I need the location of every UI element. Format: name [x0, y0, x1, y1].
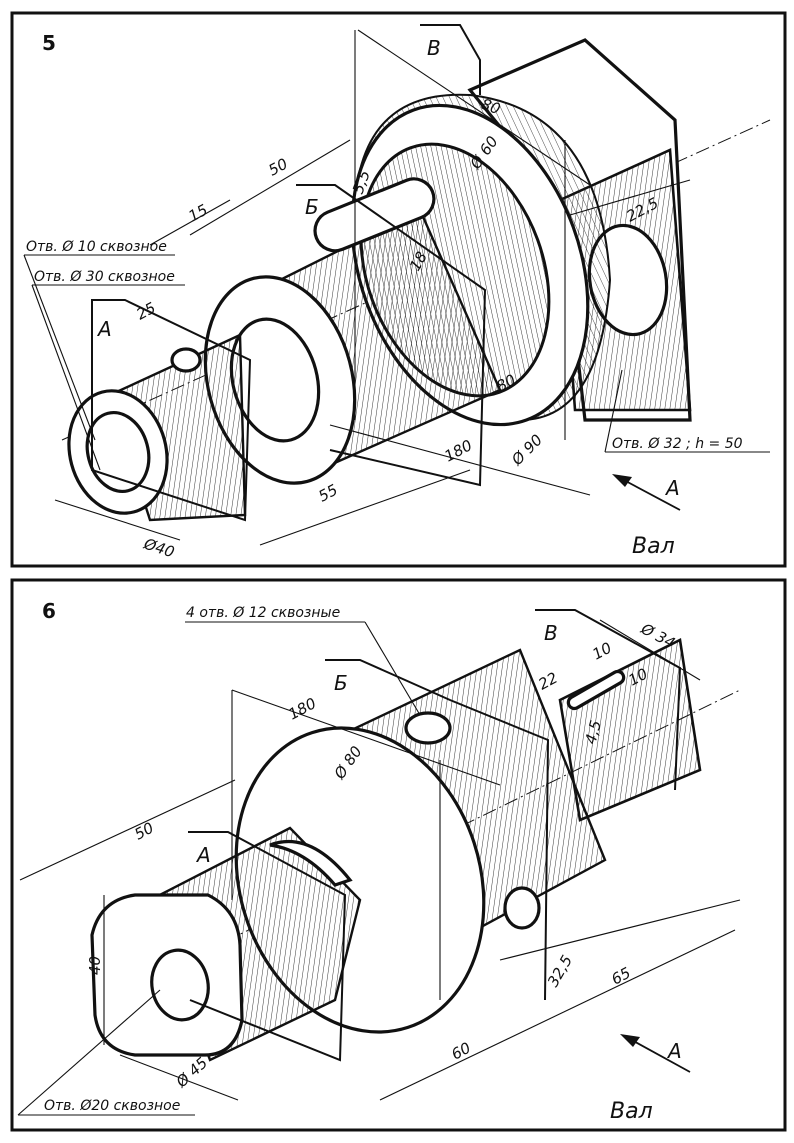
panel-5-note-hole-10: Отв. Ø 10 сквозное	[26, 239, 167, 255]
panel-6-hole-12-top	[404, 711, 452, 745]
panel-5-note-hole-32: Отв. Ø 32 ; h = 50	[612, 436, 743, 452]
panel-5-dim-90: Ø 90	[507, 431, 546, 470]
panel-6-note-holes-12: 4 отв. Ø 12 сквозные	[186, 605, 340, 621]
panel-5-dim-80-top: 80	[479, 95, 503, 118]
panel-6: 6	[10, 578, 787, 1132]
panel-5-number: 5	[42, 31, 56, 55]
panel-6-key-slot	[566, 669, 626, 711]
panel-6-dim-40: 40	[86, 956, 104, 975]
panel-5-dim-50: 50	[265, 155, 290, 180]
panel-6-plane-v	[535, 609, 682, 791]
panel-6-number: 6	[42, 599, 56, 623]
panel-6-dim-60: 60	[448, 1039, 473, 1064]
panel-6-dim-4-5: 4,5	[581, 718, 605, 746]
panel-6-frame	[10, 578, 787, 1132]
panel-6-letter-b: Б	[334, 671, 348, 695]
panel-6-view-letter: А	[666, 1039, 682, 1063]
panel-5-hole-10	[170, 347, 202, 373]
panel-6-dim-65: 65	[608, 964, 633, 989]
panel-6-note-hole-20: Отв. Ø20 сквозное	[44, 1098, 180, 1114]
panel-5-front-cylinder	[67, 333, 247, 522]
panel-6-plane-b	[325, 659, 550, 1001]
panel-6-title: Вал	[610, 1099, 653, 1124]
panel-6-dimension-lines	[17, 619, 741, 1116]
panel-5-letter-b: Б	[305, 195, 319, 219]
panel-6-dim-32-5: 32,5	[544, 952, 576, 990]
panel-5-plane-a	[91, 299, 252, 522]
panel-6-dim-50: 50	[131, 819, 156, 844]
panel-5-view-arrow	[612, 474, 681, 511]
panel-6-letter-a: А	[195, 843, 211, 867]
panel-5-dim-55: 55	[315, 481, 340, 506]
panel-5-note-hole-30: Отв. Ø 30 сквозное	[34, 269, 175, 285]
panel-5-slot	[313, 177, 436, 253]
panel-6-right-shaft	[558, 638, 702, 822]
panel-5-dimension-lines	[23, 29, 770, 546]
panel-6-dim-22: 22	[535, 669, 560, 694]
panel-5: 5	[10, 11, 787, 568]
panel-5-letter-v: В	[427, 36, 441, 60]
panel-6-letter-v: В	[544, 621, 558, 645]
panel-5-title: Вал	[632, 534, 675, 559]
panel-5-dim-40: Ø40	[141, 534, 177, 561]
panel-5-view-letter: А	[664, 476, 680, 500]
panel-6-dim-45: Ø 45	[172, 1054, 211, 1092]
panel-5-plane-b	[296, 184, 487, 487]
panel-5-plane-v	[420, 24, 481, 95]
panel-5-frame	[10, 11, 787, 568]
panel-6-hole-12-side	[503, 886, 541, 930]
panel-5-letter-a: А	[96, 317, 112, 341]
panel-6-plane-a	[188, 831, 347, 1062]
panel-5-dim-15: 15	[185, 201, 210, 226]
panel-6-view-arrow	[620, 1034, 691, 1073]
